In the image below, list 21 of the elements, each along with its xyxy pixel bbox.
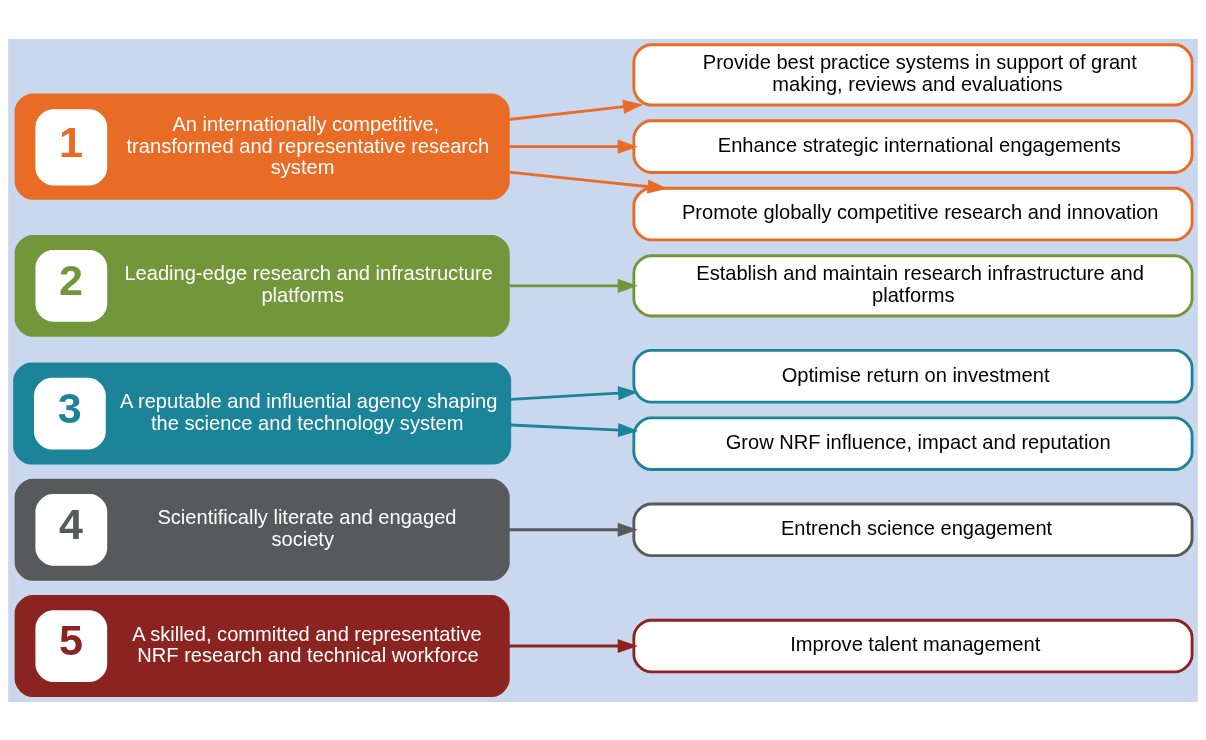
node-box: Promote globally competitive research and innovation [632, 186, 1194, 241]
arrow [509, 522, 638, 537]
arrow [510, 422, 639, 437]
arrow [509, 638, 638, 653]
node-box: 2 Leading-edge research and infrastructure platforms [14, 234, 510, 337]
node-box: Provide best practice systems in support of grant making, reviews and evaluations [632, 42, 1194, 106]
node-box: 1 An internationally competitive, transformed and representative research system [14, 93, 510, 200]
arrow [509, 139, 638, 154]
node-box: Optimise return on investment [632, 348, 1194, 403]
node-box: 5 A skilled, committed and representative NRF research and technical workforce [14, 594, 510, 697]
node-box: Grow NRF influence, impact and reputation [632, 415, 1194, 471]
node-box: 4 Scientifically literate and engaged society [14, 478, 510, 581]
arrow [508, 99, 644, 121]
arrow [508, 170, 668, 194]
node-box: Enhance strategic international engagements [632, 118, 1194, 174]
node-box: 3 A reputable and influential agency shaping the science and technology system [13, 362, 512, 464]
node-box: Improve talent management [632, 618, 1194, 673]
arrow [509, 278, 638, 293]
arrow [510, 385, 639, 401]
node-box: Establish and maintain research infrastructure and platforms [632, 253, 1194, 317]
node-box: Entrench science engagement [632, 502, 1194, 557]
